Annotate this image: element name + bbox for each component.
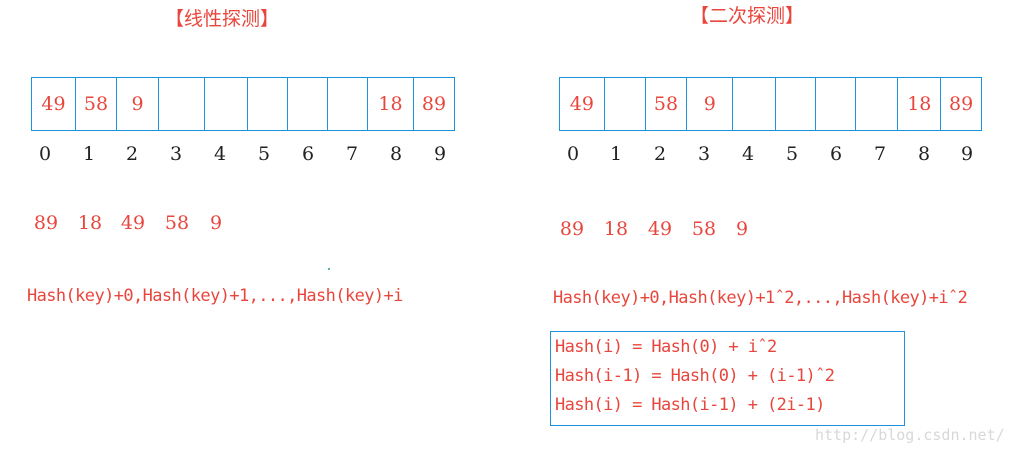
- derivation-box: Hash(i) = Hash(0) + iˆ2 Hash(i-1) = Hash…: [550, 331, 905, 426]
- linear-index-0: 0: [38, 143, 52, 165]
- quadratic-cell-8: 18: [898, 78, 942, 130]
- quadratic-cell-6: [816, 78, 856, 130]
- linear-cell-9: 89: [421, 93, 447, 115]
- quadratic-index-2: 2: [653, 143, 667, 165]
- quadratic-seq-item: 89: [559, 218, 585, 240]
- quadratic-index-5: 5: [785, 143, 799, 165]
- quadratic-index-3: 3: [697, 143, 711, 165]
- quadratic-index-9: 9: [960, 143, 974, 165]
- stray-dot: [328, 268, 330, 270]
- linear-cell-6: [288, 78, 328, 130]
- quadratic-seq-item: 49: [647, 218, 673, 240]
- quadratic-index-0: 0: [566, 143, 580, 165]
- linear-cell-3: [159, 78, 205, 130]
- linear-seq-item: 58: [164, 212, 190, 234]
- linear-index-8: 8: [389, 143, 403, 165]
- derivation-line-3: Hash(i) = Hash(i-1) + (2i-1): [555, 395, 825, 415]
- quadratic-index-1: 1: [609, 143, 623, 165]
- quadratic-probing-title: 【二次探测】: [690, 5, 805, 27]
- linear-index-6: 6: [301, 143, 315, 165]
- linear-cell-0: 49: [32, 78, 76, 130]
- linear-index-5: 5: [257, 143, 271, 165]
- linear-seq-item: 18: [77, 212, 103, 234]
- linear-index-2: 2: [125, 143, 139, 165]
- quadratic-cell-0: 49: [560, 78, 605, 130]
- linear-cell-4: [205, 78, 248, 130]
- linear-cell-5: [248, 78, 288, 130]
- linear-cell-1: 58: [76, 78, 117, 130]
- linear-index-1: 1: [82, 143, 96, 165]
- linear-index-7: 7: [345, 143, 359, 165]
- watermark: http://blog.csdn.net/: [815, 426, 1005, 444]
- linear-index-3: 3: [169, 143, 183, 165]
- linear-cell-2: 9: [117, 78, 159, 130]
- linear-index-4: 4: [213, 143, 227, 165]
- quadratic-seq-item: 58: [691, 218, 717, 240]
- derivation-line-2: Hash(i-1) = Hash(0) + (i-1)ˆ2: [555, 366, 835, 386]
- quadratic-cell-9: 89: [949, 93, 974, 115]
- quadratic-index-8: 8: [917, 143, 931, 165]
- linear-seq-item: 9: [209, 212, 223, 234]
- linear-cell-8: 18: [368, 78, 414, 130]
- quadratic-cell-3: 9: [687, 78, 734, 130]
- quadratic-formula: Hash(key)+0,Hash(key)+1ˆ2,...,Hash(key)+…: [553, 288, 968, 308]
- linear-formula: Hash(key)+0,Hash(key)+1,...,Hash(key)+i: [27, 286, 403, 306]
- quadratic-seq-item: 9: [735, 218, 749, 240]
- linear-seq-item: 49: [120, 212, 146, 234]
- quadratic-index-7: 7: [873, 143, 887, 165]
- quadratic-index-6: 6: [829, 143, 843, 165]
- linear-probing-title: 【线性探测】: [165, 8, 280, 30]
- quadratic-hash-table: 49 58 9 18 89: [559, 77, 982, 131]
- derivation-line-1: Hash(i) = Hash(0) + iˆ2: [555, 337, 777, 357]
- quadratic-index-4: 4: [741, 143, 755, 165]
- linear-seq-item: 89: [33, 212, 59, 234]
- quadratic-cell-7: [856, 78, 899, 130]
- linear-index-9: 9: [433, 143, 447, 165]
- linear-hash-table: 49 58 9 18 89: [31, 77, 455, 131]
- quadratic-cell-5: [776, 78, 816, 130]
- quadratic-cell-1: [605, 78, 646, 130]
- linear-cell-7: [328, 78, 368, 130]
- quadratic-cell-4: [733, 78, 776, 130]
- quadratic-cell-2: 58: [646, 78, 688, 130]
- quadratic-seq-item: 18: [603, 218, 629, 240]
